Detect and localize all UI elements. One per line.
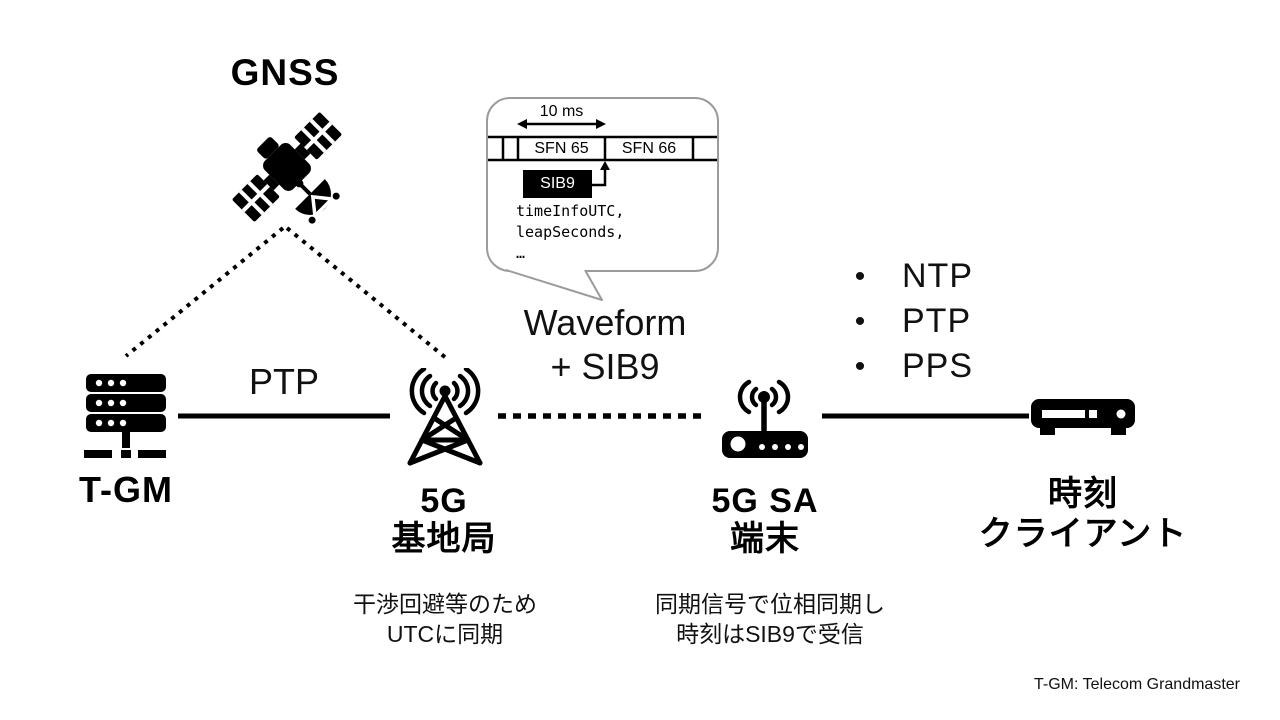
output-item-label: NTP (902, 257, 973, 295)
tgm-label: T-GM (79, 469, 173, 510)
duration-label: 10 ms (539, 103, 584, 120)
bullet-icon: • (854, 259, 866, 293)
time-server-icon (1031, 399, 1135, 435)
bullet-icon: • (854, 349, 866, 383)
basestation-label-line1: 5G (420, 482, 468, 520)
terminal-note-line2: 時刻はSIB9で受信 (676, 621, 864, 647)
outputs-list: • NTP • PTP • PPS (842, 254, 973, 389)
basestation-note: 干渉回避等のため UTCに同期 (315, 589, 575, 649)
bullet-icon: • (854, 304, 866, 338)
terminal-label-line1: 5G SA (711, 482, 819, 520)
time-client-label: 時刻 クライアント (958, 474, 1208, 554)
time-client-label-line2: クライアント (978, 515, 1188, 553)
callout-tail (505, 269, 603, 301)
basestation-label-line2: 基地局 (391, 520, 497, 558)
terminal-label: 5G SA 端末 (665, 482, 865, 558)
payload-line: timeInfoUTC, (516, 202, 625, 220)
server-icon (84, 374, 166, 458)
satellite-icon (232, 112, 342, 224)
sib9-box: SIB9 (523, 170, 592, 198)
router-icon (722, 379, 808, 458)
payload-line: … (516, 244, 526, 262)
terminal-note: 同期信号で位相同期し 時刻はSIB9で受信 (630, 589, 910, 649)
output-item-label: PTP (902, 302, 972, 340)
list-item: • PPS (842, 344, 973, 389)
output-item-label: PPS (902, 347, 974, 385)
waveform-label-line1: Waveform (523, 302, 687, 343)
ptp-link-label: PTP (248, 361, 319, 402)
gnss-to-tgm-link (124, 226, 285, 358)
terminal-note-line1: 同期信号で位相同期し (655, 591, 885, 617)
basestation-label: 5G 基地局 (344, 482, 544, 558)
sib9-payload: timeInfoUTC, leapSeconds, … (516, 201, 624, 264)
cell-tower-icon (407, 368, 483, 466)
sfn65-cell: SFN 65 (534, 140, 589, 157)
gnss-to-basestation-link (285, 226, 448, 360)
footer-note: T-GM: Telecom Grandmaster (1034, 676, 1240, 693)
time-client-label-line1: 時刻 (1048, 475, 1118, 513)
waveform-label-line2: + SIB9 (550, 346, 660, 387)
waveform-link-label: Waveform + SIB9 (495, 301, 715, 389)
list-item: • PTP (842, 299, 973, 344)
sfn-frame-diagram (488, 119, 717, 187)
payload-line: leapSeconds, (516, 223, 625, 241)
sib9-callout-bubble: 10 ms SFN 65 SFN 66 SIB9 timeInfoUTC, le… (486, 97, 719, 272)
basestation-note-line1: 干渉回避等のため (353, 591, 537, 617)
basestation-note-line2: UTCに同期 (386, 621, 504, 647)
gnss-title: GNSS (230, 52, 340, 93)
terminal-label-line2: 端末 (730, 520, 800, 558)
sfn66-cell: SFN 66 (621, 140, 677, 157)
list-item: • NTP (842, 254, 973, 299)
